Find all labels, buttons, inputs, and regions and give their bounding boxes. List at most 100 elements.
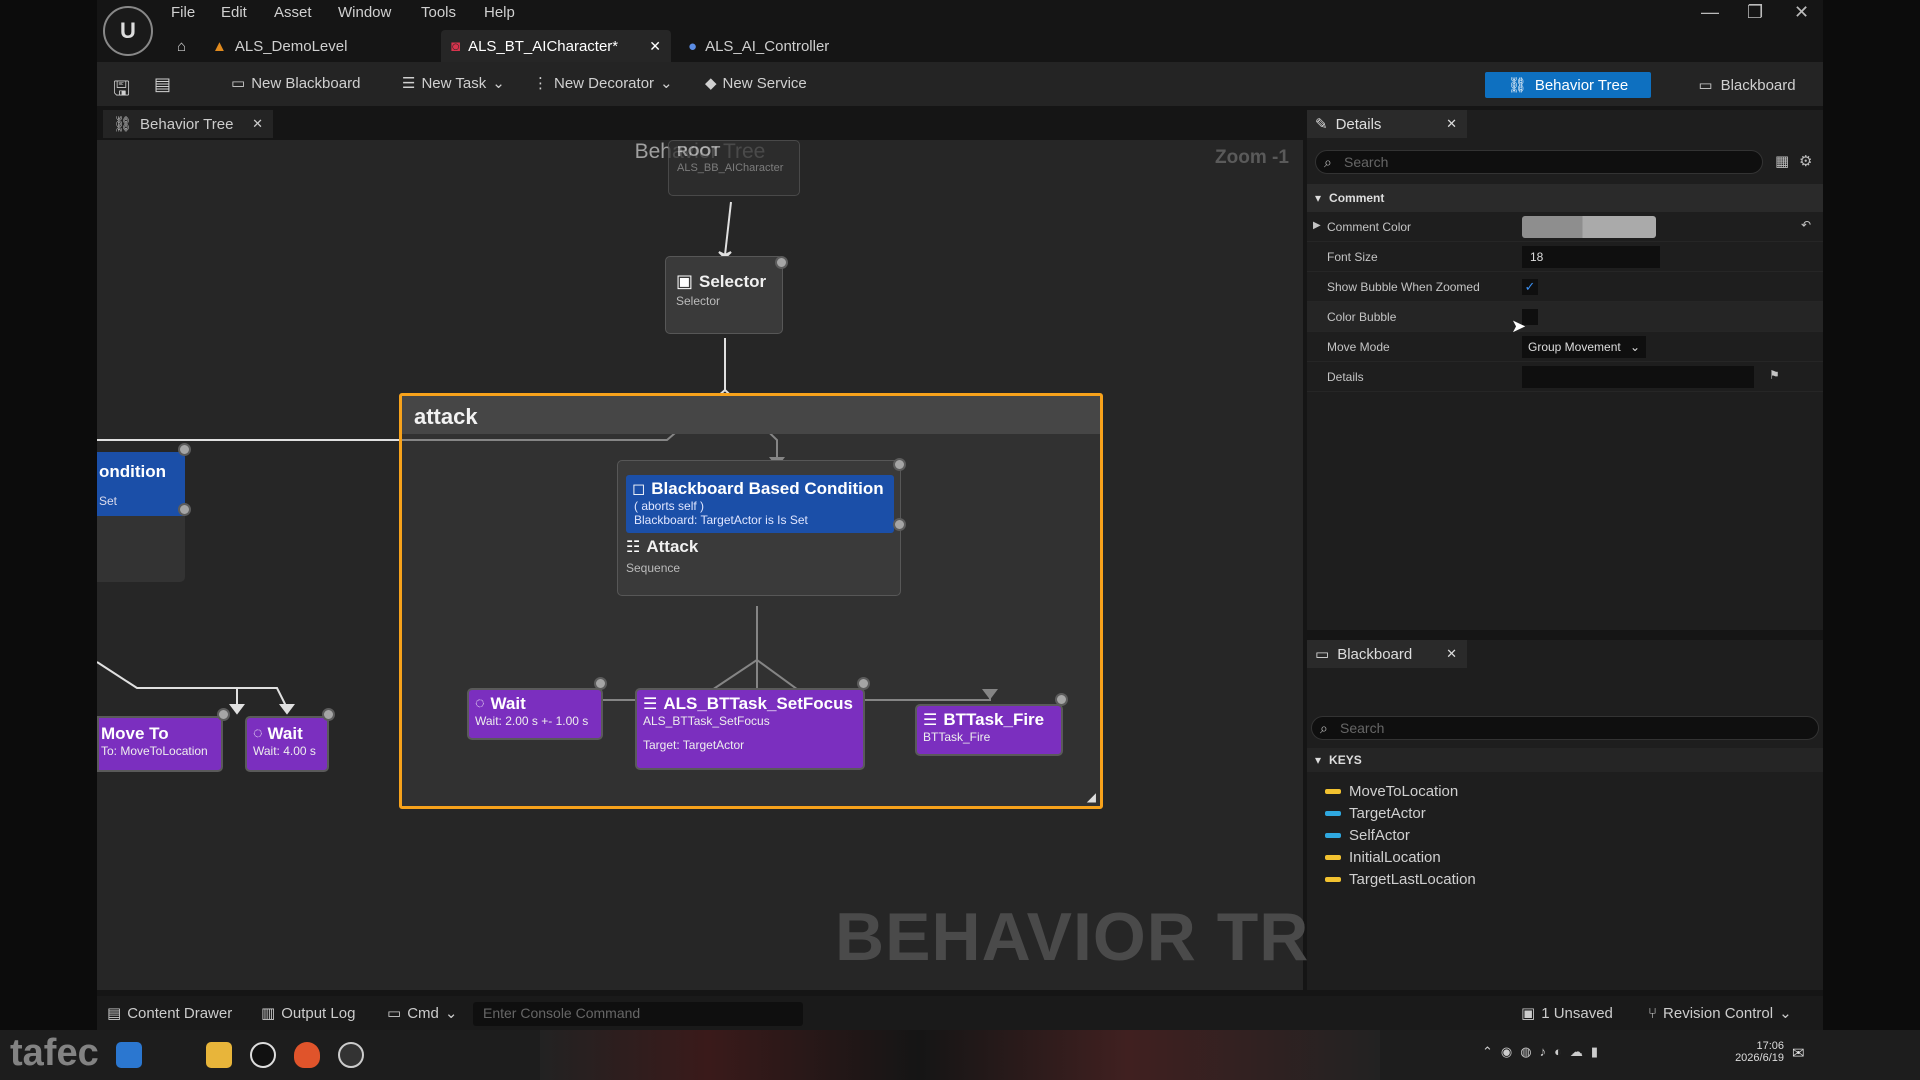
comment-section-header[interactable]: ▾ Comment bbox=[1307, 184, 1823, 212]
property-label: Font Size bbox=[1327, 250, 1378, 264]
controller-icon: ● bbox=[688, 37, 698, 55]
wallpaper-strip bbox=[540, 1030, 1380, 1080]
unreal-logo-icon[interactable]: U bbox=[103, 6, 153, 56]
close-tab-icon[interactable]: ✕ bbox=[649, 37, 661, 54]
attack-sequence-node[interactable]: ◻ Blackboard Based Condition ( aborts se… bbox=[617, 460, 901, 596]
tab-behavior-tree-asset[interactable]: ◙ ALS_BT_AICharacter* ✕ bbox=[441, 30, 671, 62]
clock[interactable]: 17:06 2026/6/19 bbox=[1724, 1040, 1784, 1064]
resize-handle-icon[interactable]: ◢ bbox=[1086, 790, 1096, 804]
details-tab[interactable]: ✎ Details ✕ bbox=[1307, 110, 1467, 138]
node-title: Wait bbox=[267, 724, 303, 743]
selector-node[interactable]: ▣ Selector Selector bbox=[665, 256, 783, 334]
level-icon: ▲ bbox=[212, 37, 227, 55]
close-panel-icon[interactable]: ✕ bbox=[1446, 646, 1457, 661]
blackboard-key[interactable]: SelfActor bbox=[1325, 827, 1410, 844]
mode-behavior-tree-button[interactable]: ⛓Behavior Tree bbox=[1485, 72, 1651, 98]
system-tray-icons[interactable]: ⌃◉◍♪◐☁▮ bbox=[1482, 1044, 1607, 1059]
blackboard-condition-decorator[interactable]: ◻ Blackboard Based Condition ( aborts se… bbox=[626, 475, 894, 533]
output-pin[interactable] bbox=[893, 518, 906, 531]
file-explorer-icon[interactable] bbox=[206, 1042, 232, 1068]
details-text-input[interactable] bbox=[1522, 366, 1754, 388]
revision-control-button[interactable]: ⑂Revision Control⌄ bbox=[1648, 1004, 1792, 1023]
comment-color-swatch[interactable] bbox=[1522, 216, 1656, 238]
node-title: ROOT bbox=[677, 143, 721, 160]
drawer-icon: ▤ bbox=[107, 1005, 122, 1022]
blackboard-key[interactable]: TargetLastLocation bbox=[1325, 871, 1476, 888]
close-panel-icon[interactable]: ✕ bbox=[252, 116, 263, 131]
output-pin[interactable] bbox=[322, 708, 335, 721]
show-bubble-checkbox[interactable]: ✓ bbox=[1522, 279, 1538, 295]
unreal-taskbar-icon[interactable] bbox=[250, 1042, 276, 1068]
flag-icon[interactable]: ⚑ bbox=[1769, 368, 1780, 382]
blackboard-key[interactable]: MoveToLocation bbox=[1325, 783, 1458, 800]
unsaved-button[interactable]: ▣1 Unsaved bbox=[1521, 1004, 1613, 1023]
move-mode-dropdown[interactable]: Group Movement⌄ bbox=[1522, 336, 1646, 358]
new-decorator-button[interactable]: ⋮New Decorator⌄ bbox=[533, 74, 673, 93]
menu-file[interactable]: File bbox=[171, 4, 196, 21]
settings-gear-icon[interactable]: ⚙ bbox=[1799, 153, 1813, 170]
output-pin[interactable] bbox=[775, 256, 788, 269]
browse-icon[interactable]: ▤ bbox=[154, 74, 172, 94]
font-size-input[interactable]: 18 bbox=[1522, 246, 1660, 268]
condition-node-partial[interactable]: ondition Set bbox=[97, 452, 185, 582]
start-icon[interactable] bbox=[116, 1042, 142, 1068]
output-pin[interactable] bbox=[594, 677, 607, 690]
menu-tools[interactable]: Tools bbox=[421, 4, 457, 21]
reset-arrow-icon[interactable]: ↶ bbox=[1801, 218, 1812, 232]
tab-label: ALS_AI_Controller bbox=[705, 37, 830, 55]
mode-blackboard-button[interactable]: ▭Blackboard bbox=[1677, 72, 1817, 98]
keys-section-header[interactable]: ▾ KEYS bbox=[1307, 748, 1823, 772]
fire-task-node[interactable]: ☰ BTTask_Fire BTTask_Fire bbox=[915, 704, 1063, 756]
behavior-tree-asset-icon: ◙ bbox=[451, 37, 461, 55]
app-icon[interactable] bbox=[338, 1042, 364, 1068]
node-subtitle: Wait: 4.00 s bbox=[253, 744, 316, 758]
task-icon: ☰ bbox=[923, 712, 938, 729]
unreal-editor-window: U File Edit Asset Window Tools Help — ❐ … bbox=[97, 0, 1823, 1030]
notification-icon[interactable]: ✉ bbox=[1792, 1045, 1805, 1062]
menu-edit[interactable]: Edit bbox=[221, 4, 247, 21]
cmd-dropdown[interactable]: ▭Cmd⌄ bbox=[387, 1004, 457, 1023]
table-view-icon[interactable]: ▦ bbox=[1775, 153, 1790, 170]
new-service-button[interactable]: ◆New Service bbox=[705, 74, 807, 93]
wait-node-left[interactable]: ◌ Wait Wait: 4.00 s bbox=[245, 716, 329, 772]
new-blackboard-button[interactable]: ▭New Blackboard bbox=[231, 74, 360, 93]
output-pin[interactable] bbox=[178, 443, 191, 456]
output-pin[interactable] bbox=[217, 708, 230, 721]
content-drawer-button[interactable]: ▤Content Drawer bbox=[107, 1004, 232, 1023]
brave-browser-icon[interactable] bbox=[294, 1042, 320, 1068]
blackboard-tab[interactable]: ▭ Blackboard ✕ bbox=[1307, 640, 1467, 668]
output-pin[interactable] bbox=[1055, 693, 1068, 706]
menu-asset[interactable]: Asset bbox=[274, 4, 312, 21]
details-search-input[interactable]: ⌕ Search bbox=[1315, 150, 1763, 174]
blackboard-search-input[interactable]: ⌕ Search bbox=[1311, 716, 1819, 740]
blackboard-key[interactable]: TargetActor bbox=[1325, 805, 1426, 822]
new-task-button[interactable]: ☰New Task⌄ bbox=[402, 74, 505, 93]
console-command-input[interactable]: Enter Console Command bbox=[473, 1002, 803, 1026]
restore-icon[interactable]: ❐ bbox=[1747, 2, 1764, 22]
home-icon[interactable]: ⌂ bbox=[177, 37, 187, 55]
tab-demolevel[interactable]: ▲ ALS_DemoLevel bbox=[212, 30, 412, 62]
close-panel-icon[interactable]: ✕ bbox=[1446, 116, 1457, 131]
close-window-icon[interactable]: ✕ bbox=[1794, 2, 1810, 22]
set-focus-task-node[interactable]: ☰ ALS_BTTask_SetFocus ALS_BTTask_SetFocu… bbox=[635, 688, 865, 770]
graph-panel-tab[interactable]: ⛓ Behavior Tree ✕ bbox=[103, 110, 273, 138]
output-log-button[interactable]: ▥Output Log bbox=[261, 1004, 355, 1023]
chevron-down-icon: ⌄ bbox=[492, 75, 505, 92]
output-pin[interactable] bbox=[893, 458, 906, 471]
save-icon[interactable]: 🖫 bbox=[113, 78, 131, 100]
sequence-icon: ☷ bbox=[626, 539, 641, 556]
tab-ai-controller[interactable]: ● ALS_AI_Controller bbox=[688, 30, 888, 62]
minimize-icon[interactable]: — bbox=[1701, 2, 1719, 22]
node-target: Target: TargetActor bbox=[643, 738, 745, 752]
chevron-right-icon[interactable]: ▶ bbox=[1313, 220, 1321, 231]
wait-node[interactable]: ◌ Wait Wait: 2.00 s +- 1.00 s bbox=[467, 688, 603, 740]
output-pin[interactable] bbox=[857, 677, 870, 690]
move-to-node[interactable]: Move To To: MoveToLocation bbox=[97, 716, 223, 772]
root-node[interactable]: ROOT ALS_BB_AICharacter bbox=[668, 140, 800, 196]
menu-help[interactable]: Help bbox=[484, 4, 515, 21]
blackboard-key[interactable]: InitialLocation bbox=[1325, 849, 1441, 866]
color-bubble-checkbox[interactable] bbox=[1522, 309, 1538, 325]
output-pin[interactable] bbox=[178, 503, 191, 516]
menu-window[interactable]: Window bbox=[338, 4, 392, 21]
graph-watermark: BEHAVIOR TREE bbox=[835, 899, 1403, 975]
